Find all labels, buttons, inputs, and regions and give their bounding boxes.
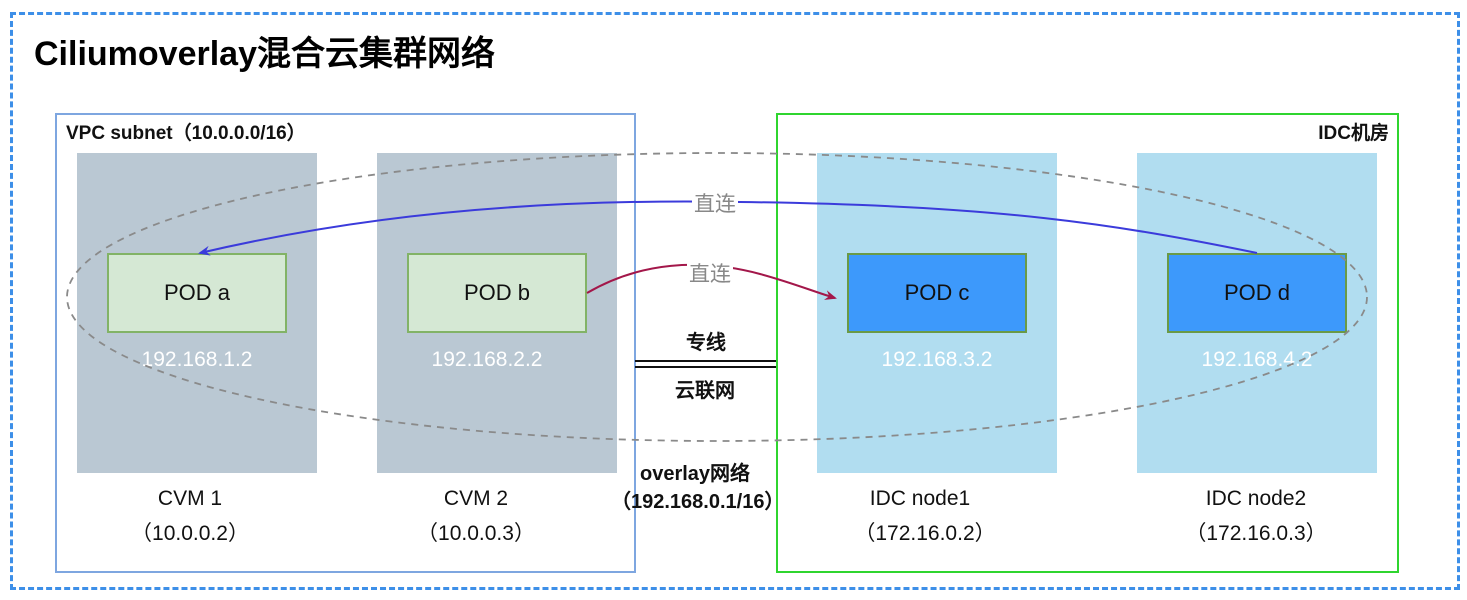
overlay-network-cidr: （192.168.0.1/16） bbox=[611, 491, 785, 513]
cvm2-ip: （10.0.0.3） bbox=[417, 522, 535, 545]
ccn-label: 云联网 bbox=[675, 380, 735, 402]
idc-node2-name: IDC node2 bbox=[1205, 487, 1307, 510]
hybrid-cloud-frame bbox=[10, 12, 1460, 590]
vpc-subnet-box bbox=[55, 113, 636, 573]
direct-link-d-to-a bbox=[198, 200, 1258, 256]
dedicated-line-label: 专线 bbox=[686, 332, 726, 354]
direct-label-top: 直连 bbox=[692, 188, 738, 218]
overlay-network-ellipse bbox=[66, 152, 1368, 442]
idc-box bbox=[776, 113, 1399, 573]
vpc-subnet-label: VPC subnet（10.0.0.0/16） bbox=[66, 123, 306, 144]
pod-c[interactable]: POD c bbox=[847, 253, 1027, 333]
cvm1-ip: （10.0.0.2） bbox=[131, 522, 249, 545]
pod-d-ip: 192.168.4.2 bbox=[1201, 348, 1313, 371]
pod-d[interactable]: POD d bbox=[1167, 253, 1347, 333]
direct-link-b-to-c bbox=[586, 263, 837, 300]
pod-b-ip: 192.168.2.2 bbox=[431, 348, 543, 371]
direct-label-mid: 直连 bbox=[687, 258, 733, 288]
pod-a-ip: 192.168.1.2 bbox=[141, 348, 253, 371]
idc-node2-ip: （172.16.0.3） bbox=[1185, 522, 1327, 545]
pod-b[interactable]: POD b bbox=[407, 253, 587, 333]
overlay-network-label: overlay网络 bbox=[640, 463, 751, 485]
pod-c-ip: 192.168.3.2 bbox=[881, 348, 993, 371]
cvm2-name: CVM 2 bbox=[443, 487, 509, 510]
pod-a[interactable]: POD a bbox=[107, 253, 287, 333]
cvm1-name: CVM 1 bbox=[157, 487, 223, 510]
idc-label: IDC机房 bbox=[1318, 123, 1389, 144]
diagram-title: Ciliumoverlay混合云集群网络 bbox=[34, 35, 495, 73]
idc-node1-ip: （172.16.0.2） bbox=[854, 522, 996, 545]
idc-node1-name: IDC node1 bbox=[869, 487, 971, 510]
